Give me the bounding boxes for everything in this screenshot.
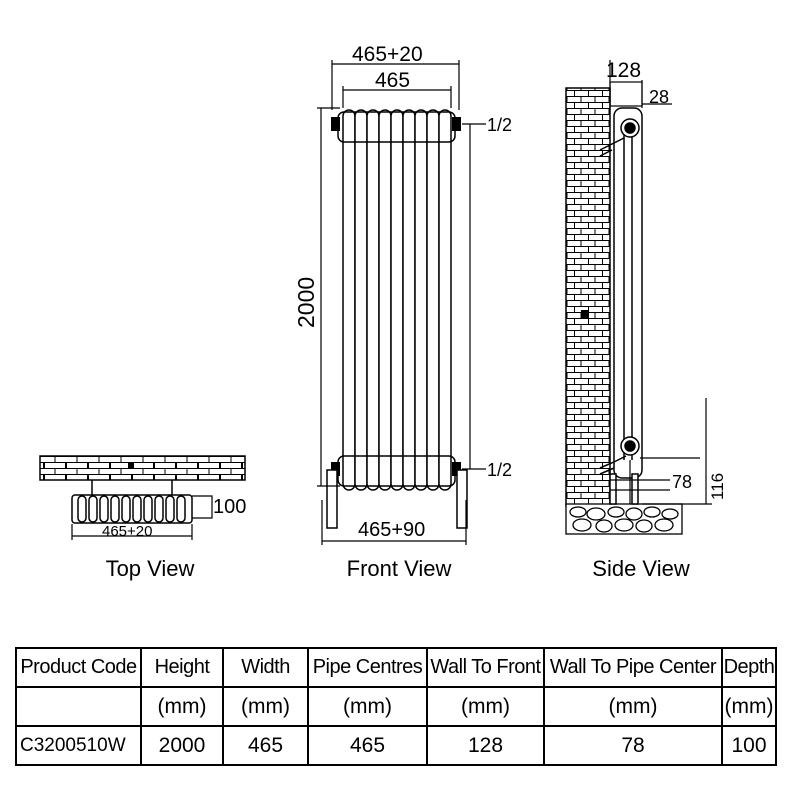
- top-view-title: Top View: [105, 556, 195, 581]
- table-header-cell: Wall To Pipe Center: [543, 647, 723, 688]
- front-view-title: Front View: [346, 556, 452, 581]
- table-units-cell: (mm): [543, 686, 723, 727]
- side-view-dim-offset: 28: [649, 87, 669, 107]
- table-row: C3200510W 2000 465 465 128 78 100: [15, 725, 777, 766]
- table-units-cell: (mm): [721, 686, 777, 727]
- table-units-cell: (mm): [140, 686, 224, 727]
- table-header-cell: Height: [140, 647, 224, 688]
- depth-cell: 100: [721, 725, 777, 766]
- wall-to-front-cell: 128: [426, 725, 545, 766]
- side-view-dim-wall-front: 128: [606, 59, 641, 82]
- top-view-wall-bracket: [128, 462, 134, 469]
- front-view-pipe-bottom: 1/2: [487, 460, 512, 480]
- table-units-row: (mm) (mm) (mm) (mm) (mm) (mm): [15, 686, 777, 727]
- table-header-cell: Wall To Front: [426, 647, 545, 688]
- top-view-dim-depth: 100: [213, 496, 246, 518]
- side-view: 128 28 78 116: [565, 59, 727, 535]
- table-units-cell: (mm): [222, 686, 309, 727]
- front-view-dim-height: 2000: [293, 277, 319, 328]
- side-view-wall: [565, 87, 611, 507]
- side-view-dim-lines: [609, 60, 712, 505]
- table-header-cell: Width: [222, 647, 309, 688]
- front-view-dim-inner: 465: [375, 69, 410, 92]
- top-view-dim-lines: [71, 495, 213, 540]
- front-view-valves: [331, 117, 461, 476]
- spec-table: Product Code Height Width Pipe Centres W…: [15, 647, 777, 766]
- front-view-columns: [337, 109, 456, 491]
- table-header-cell: Pipe Centres: [307, 647, 428, 688]
- pipe-centres-cell: 465: [307, 725, 428, 766]
- side-view-title: Side View: [592, 556, 690, 581]
- side-view-dim-pipe-center: 78: [672, 472, 692, 492]
- table-units-cell: (mm): [426, 686, 545, 727]
- top-view: 465+20 100: [39, 455, 246, 540]
- front-view-dim-feet: 465+90: [358, 519, 425, 541]
- height-cell: 2000: [140, 725, 224, 766]
- table-header-cell: Depth: [721, 647, 777, 688]
- side-view-dim-pipe-height: 116: [708, 473, 727, 500]
- side-view-radiator: [599, 107, 643, 505]
- width-cell: 465: [222, 725, 309, 766]
- table-units-cell: [15, 686, 142, 727]
- side-view-floor: [565, 503, 683, 535]
- front-view-pipe-top: 1/2: [487, 115, 512, 135]
- table-units-cell: (mm): [307, 686, 428, 727]
- front-view-dim-outer: 465+20: [352, 43, 423, 66]
- top-view-dim-width: 465+20: [102, 523, 152, 540]
- product-code-cell: C3200510W: [15, 725, 142, 766]
- side-view-wall-bracket: [581, 310, 589, 318]
- front-view: 465+20 465 2000 1/2 1/2 465+90: [293, 43, 512, 545]
- table-header-cell: Product Code: [15, 647, 142, 688]
- top-view-radiator: [71, 480, 193, 524]
- technical-drawing: 465+20 100: [39, 43, 727, 545]
- front-view-dim-lines: [317, 60, 486, 545]
- top-view-wall: [39, 455, 246, 481]
- table-header-row: Product Code Height Width Pipe Centres W…: [15, 647, 777, 688]
- wall-to-pipe-center-cell: 78: [543, 725, 723, 766]
- front-view-feet: [326, 469, 468, 529]
